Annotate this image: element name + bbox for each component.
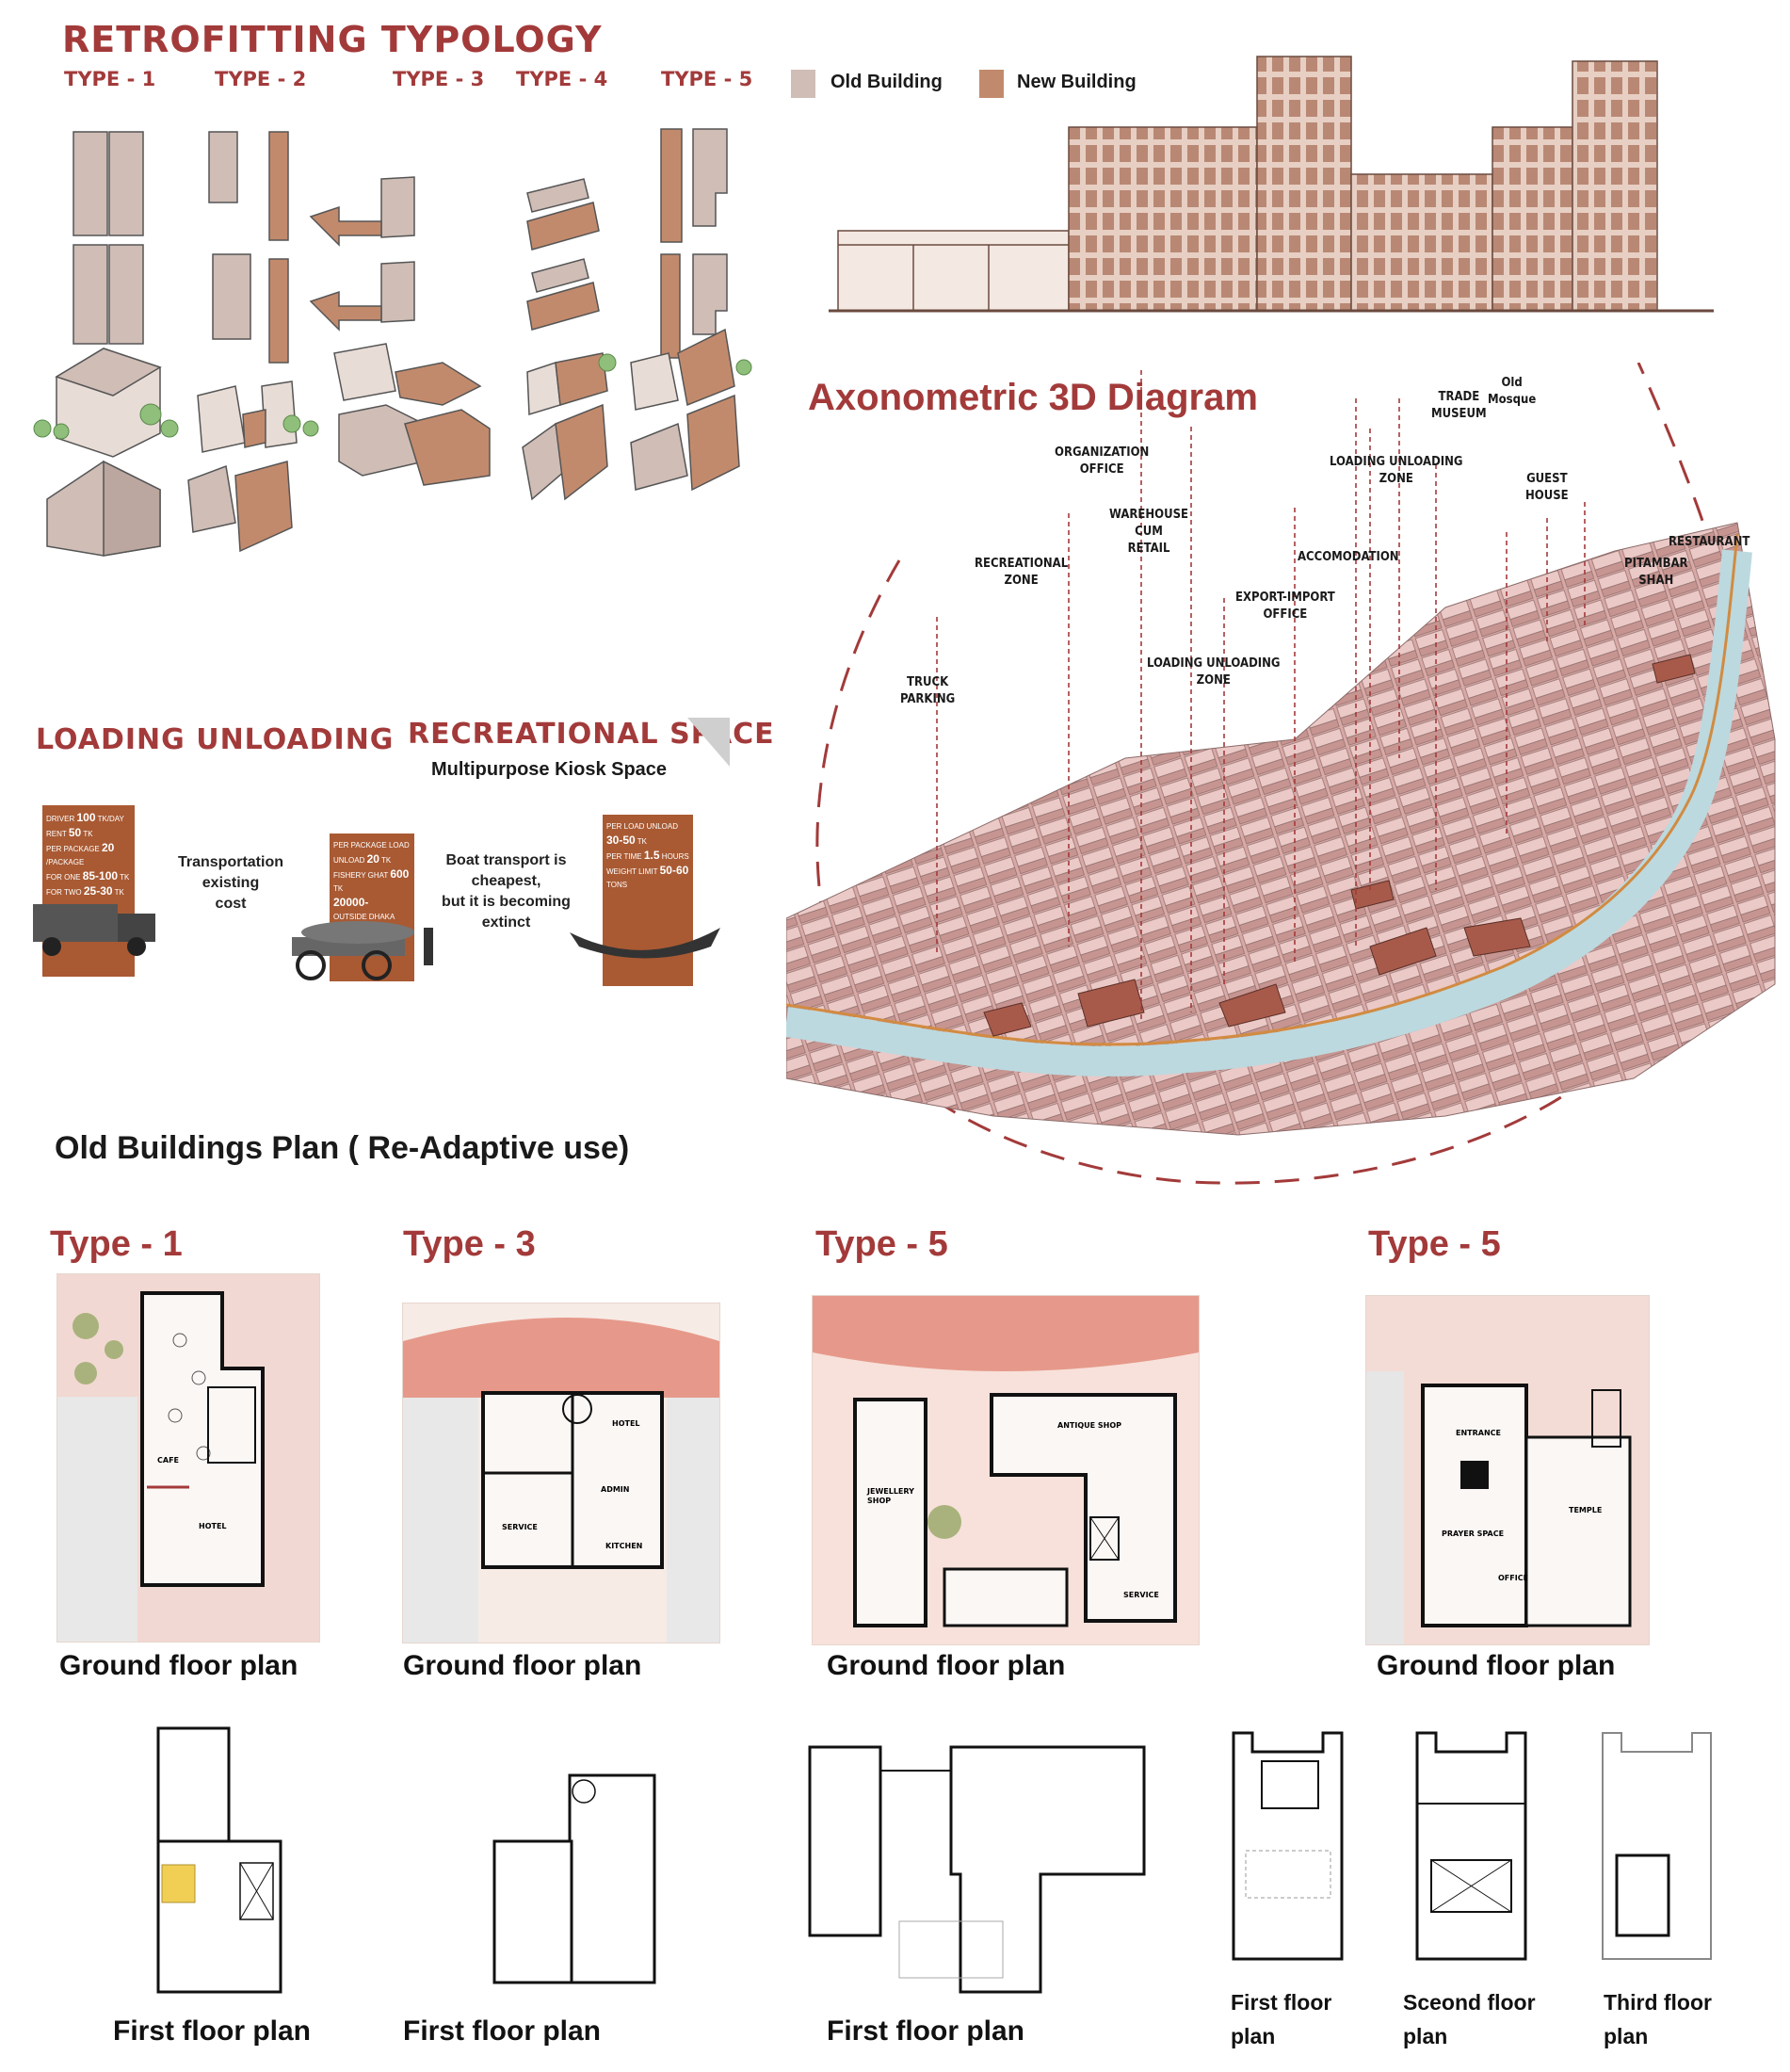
boat-transport-text: Boat transport is cheapest, but it is be… [442,852,571,931]
retrofitting-title: RETROFITTING TYPOLOGY [62,19,603,60]
type-1-ground-floor-plan: CAFE HOTEL [56,1273,320,1643]
room-antique-shop: ANTIQUE SHOP [1057,1421,1121,1430]
room-prayer-space: PRAYER SPACE [1442,1530,1504,1538]
type-5a-ground-caption: Ground floor plan [827,1650,1066,1681]
type-3-first-floor-plan [492,1773,656,1984]
old-building-swatch [791,70,815,98]
transport-cost-text: Transportation existing cost [177,854,283,912]
type-label-4: TYPE - 4 [516,68,608,90]
street-elevation [829,56,1714,313]
type-5b-third-floor-plan [1602,1732,1712,1960]
callout-loading-unloading-top: LOADING UNLOADING ZONE [1330,455,1463,486]
callout-old-mosque: Old Mosque [1488,376,1537,407]
callout-restaurant: RESTAURANT [1669,535,1750,549]
callout-organization-office: ORGANIZATION OFFICE [1055,445,1150,477]
callout-recreational-zone: RECREATIONAL ZONE [975,557,1069,588]
type-label-2: TYPE - 2 [215,68,307,90]
type-3-ground-caption: Ground floor plan [403,1650,642,1681]
room-entrance: ENTRANCE [1456,1429,1501,1437]
callout-loading-unloading-mid: LOADING UNLOADING ZONE [1147,656,1281,688]
type-3-first-caption: First floor plan [403,2015,601,2047]
type-label-1: TYPE - 1 [64,68,156,90]
plan-type-5a-label: Type - 5 [815,1224,948,1264]
boat-illustration [570,928,720,959]
room-service-5: SERVICE [1123,1591,1159,1599]
callout-trade-museum: TRADE MUSEUM [1431,390,1487,421]
room-kitchen: KITCHEN [605,1542,642,1550]
new-building-label: New Building [1017,72,1137,92]
room-cafe: CAFE [157,1456,179,1465]
type-5-ground-floor-plan-b: ENTRANCE PRAYER SPACE TEMPLE OFFICE [1365,1295,1650,1645]
plans-section-title: Old Buildings Plan ( Re-Adaptive use) [55,1130,630,1166]
truck-illustration [33,904,155,956]
room-service-3: SERVICE [502,1523,538,1531]
type-3-ground-floor-plan: HOTEL ADMIN SERVICE KITCHEN [402,1303,720,1643]
callout-export-import: EXPORT-IMPORT OFFICE [1235,591,1335,622]
room-hotel-3: HOTEL [612,1419,640,1428]
axonometric-city-diagram [786,363,1776,1185]
room-office: OFFICE [1498,1574,1528,1582]
room-hotel-1: HOTEL [199,1522,227,1530]
type-1-first-floor-plan [156,1726,282,1994]
callout-guest-house: GUEST HOUSE [1525,472,1569,503]
recreational-arrow-shape [687,718,730,767]
recreational-subtitle: Multipurpose Kiosk Space [431,759,668,780]
type-label-3: TYPE - 3 [393,68,485,90]
cost-poster-3: PER LOAD UNLOAD 30-50 TK PER TIME 1.5 HO… [603,815,693,986]
axonometric-title: Axonometric 3D Diagram [808,377,1258,418]
type-5b-ground-caption: Ground floor plan [1377,1650,1616,1681]
callout-warehouse: WAREHOUSE CUM RETAIL [1109,508,1189,556]
cost-poster-2: PER PACKAGE LOAD UNLOAD 20 TK FISHERY GH… [330,834,414,981]
callout-accomodation: ACCOMODATION [1298,550,1399,564]
cart-illustration [292,921,433,980]
new-building-swatch [979,70,1004,98]
type-1-first-caption: First floor plan [113,2015,311,2047]
retrofitting-typology-drawings [33,128,752,557]
type-5b-first-floor-plan [1232,1731,1344,1961]
callout-pitambar-shah: PITAMBAR SHAH [1624,557,1688,588]
callout-truck-parking: TRUCK PARKING [900,675,956,706]
plan-type-1-label: Type - 1 [50,1224,183,1264]
room-admin: ADMIN [601,1485,629,1494]
plan-type-5b-label: Type - 5 [1368,1224,1501,1264]
plan-type-3-label: Type - 3 [403,1224,536,1264]
type-label-5: TYPE - 5 [661,68,753,90]
type-5a-first-floor-plan [808,1745,1146,1994]
loading-unloading-title: LOADING UNLOADING [36,723,395,756]
type-5a-first-caption: First floor plan [827,2015,1024,2047]
type-5b-second-floor-plan [1415,1731,1527,1961]
room-temple: TEMPLE [1569,1506,1602,1514]
type-1-ground-caption: Ground floor plan [59,1650,298,1681]
old-building-label: Old Building [830,72,943,92]
